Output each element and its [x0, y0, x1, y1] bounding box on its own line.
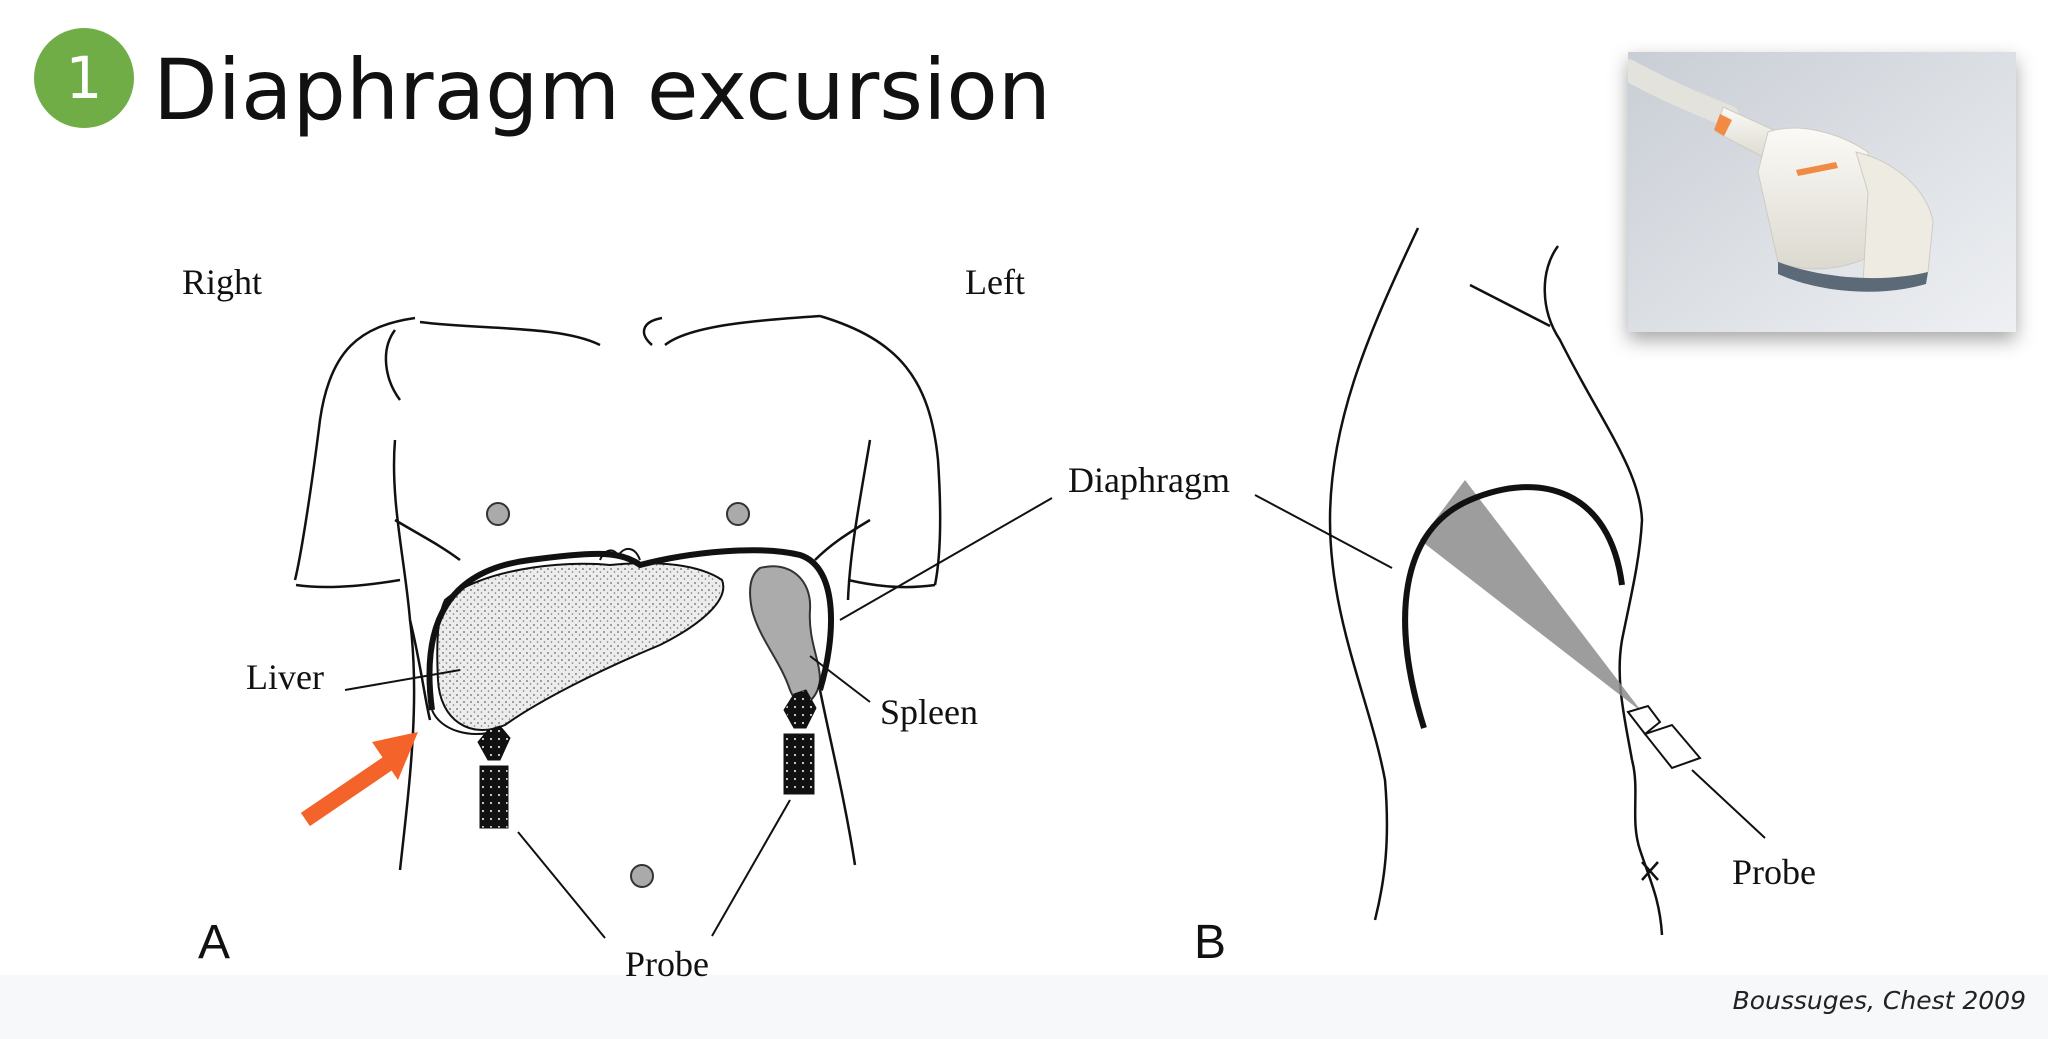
diaphragm-leader-a: [839, 497, 1053, 621]
panel-letter-b: B: [1194, 916, 1226, 969]
side-body-outline: [1328, 227, 1664, 936]
liver-leader: [344, 669, 461, 691]
right-nipple: [486, 502, 510, 526]
liver: [436, 562, 725, 731]
diaphragm-curve-b: [1402, 484, 1625, 729]
ultrasound-beam: [1420, 480, 1642, 712]
footer-band: [0, 975, 2048, 1039]
step-number-badge: 1: [34, 28, 134, 128]
label-right: Right: [182, 262, 262, 302]
label-liver: Liver: [246, 657, 324, 697]
navel: [630, 864, 654, 888]
spleen-leader: [809, 655, 871, 703]
slide-title: Diaphragm excursion: [153, 41, 1052, 139]
probe-leader-left: [711, 799, 791, 937]
probe-leader-right: [517, 831, 606, 939]
ultrasound-probe-photo: [1628, 52, 2016, 332]
probe-b: [1626, 704, 1766, 839]
spleen: [749, 565, 822, 704]
panel-letter-a: A: [198, 916, 230, 969]
orange-arrow-icon: [300, 732, 418, 827]
label-probe-a: Probe: [625, 944, 709, 984]
label-left: Left: [965, 262, 1025, 302]
probe-photo-illustration: [1628, 52, 2016, 332]
diaphragm-curve-a: [426, 547, 834, 711]
citation: Boussuges, Chest 2009: [1732, 986, 2026, 1015]
label-probe-b: Probe: [1732, 852, 1816, 892]
label-spleen: Spleen: [880, 692, 978, 732]
label-diaphragm: Diaphragm: [1068, 460, 1230, 500]
left-nipple: [726, 502, 750, 526]
probe-right: [477, 725, 511, 829]
probe-left: [783, 689, 817, 795]
diaphragm-leader-b: [1254, 494, 1393, 569]
xiphoid: [599, 548, 641, 561]
